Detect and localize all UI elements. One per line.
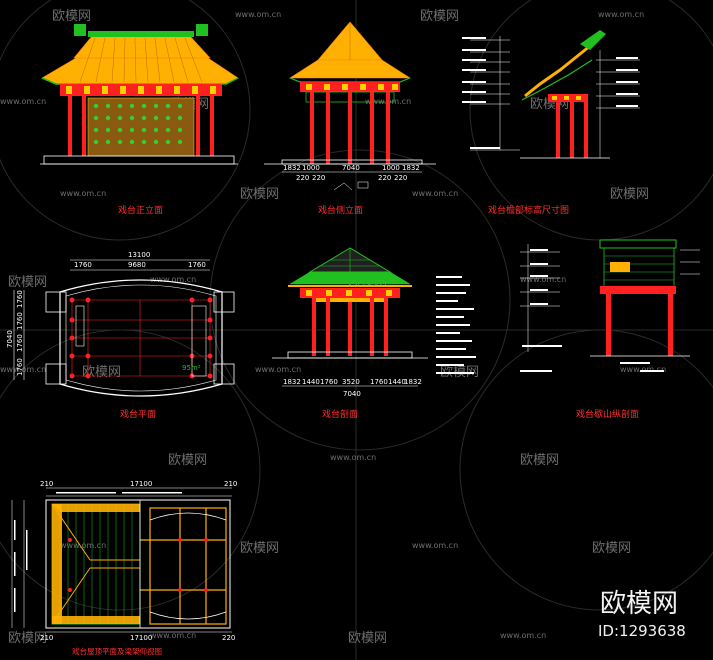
dim-label: 220	[222, 634, 235, 642]
watermark-logo: 欧模网	[8, 631, 47, 646]
dim-label: 1760	[74, 261, 92, 269]
watermark-url: www.om.cn	[150, 275, 196, 284]
dim-label: 1760	[16, 358, 24, 376]
watermark-url: www.om.cn	[598, 10, 644, 19]
dim-label: 13100	[128, 251, 150, 259]
dim-label: 7040	[342, 164, 360, 172]
dim-label: 1440	[302, 378, 320, 386]
brand-name: 欧模网	[600, 589, 678, 619]
watermark-url: www.om.cn	[235, 10, 281, 19]
plan-area-label: 95m²	[182, 364, 201, 372]
watermark-url: www.om.cn	[330, 453, 376, 462]
dim-label: 17100	[130, 634, 152, 642]
dim-label: 1760	[188, 261, 206, 269]
watermark-url: www.om.cn	[412, 189, 458, 198]
roof-plan-drawing: 210 17100 210	[11, 480, 237, 656]
dim-label: 7040	[6, 330, 14, 348]
dim-label: 220	[378, 174, 391, 182]
dim-label: 220	[394, 174, 407, 182]
watermark-url: www.om.cn	[520, 275, 566, 284]
side-elevation-drawing: 1832 1000 7040 1000 1832 220 220 220 220…	[264, 21, 436, 216]
watermark-url: www.om.cn	[412, 541, 458, 550]
watermark-logo: 欧模网	[240, 541, 279, 556]
dim-label: 7040	[343, 390, 361, 398]
watermark-logo: 欧模网	[240, 187, 279, 202]
dim-label: 1000	[382, 164, 400, 172]
gable-section-title: 戏台歇山纵剖面	[576, 408, 639, 420]
watermark-url: www.om.cn	[150, 631, 196, 640]
front-elevation-title: 戏台正立面	[118, 204, 163, 216]
dim-label: 210	[224, 480, 237, 488]
watermark-logo: 欧模网	[8, 275, 47, 290]
dim-label: 17100	[130, 480, 152, 488]
plan-drawing: 13100 1760 9680 1760 7040 1760 1760 1760…	[6, 251, 235, 420]
watermark-url: www.om.cn	[60, 189, 106, 198]
dim-label: 1832	[283, 164, 301, 172]
section-drawing: 1832 1440 1760 3520 1760 1440 1832 7040 …	[272, 247, 476, 420]
dim-label: 1760	[320, 378, 338, 386]
dim-label: 1760	[16, 312, 24, 330]
watermark-url: www.om.cn	[500, 631, 546, 640]
watermark-logo: 欧模网	[610, 187, 649, 202]
dim-label: 3520	[342, 378, 360, 386]
dim-label: 220	[312, 174, 325, 182]
dim-label: 1760	[16, 290, 24, 308]
eave-section-title: 戏台檐部标高尺寸图	[488, 204, 569, 216]
watermark-url: www.om.cn	[620, 365, 666, 374]
watermark-logo: 欧模网	[52, 9, 91, 24]
watermark-url: www.om.cn	[0, 365, 46, 374]
dim-label: 1440	[388, 378, 406, 386]
front-elevation-drawing: 戏台正立面	[40, 24, 239, 216]
dim-label: 1832	[404, 378, 422, 386]
watermark-url: www.om.cn	[255, 365, 301, 374]
dim-label: 1760	[16, 334, 24, 352]
watermark-url: www.om.cn	[60, 541, 106, 550]
brand-badge: 欧模网 ID:1293638	[598, 589, 686, 640]
watermark-logo: 欧模网	[592, 541, 631, 556]
watermark-logo: 欧模网	[348, 631, 387, 646]
dim-label: 210	[40, 480, 53, 488]
watermark-logo: 欧模网	[520, 453, 559, 468]
dim-label: 220	[296, 174, 309, 182]
dim-label: 1760	[370, 378, 388, 386]
side-elevation-title: 戏台侧立面	[318, 204, 363, 216]
brand-id: ID:1293638	[598, 622, 686, 640]
watermark-url: www.om.cn	[0, 97, 46, 106]
plan-title: 戏台平面	[120, 408, 156, 420]
eave-section-drawing: 戏台檐部标高尺寸图	[462, 30, 640, 216]
gable-section-drawing: 戏台歇山纵剖面	[520, 239, 700, 420]
dim-label: 1832	[283, 378, 301, 386]
watermark-logo: 欧模网	[168, 453, 207, 468]
roof-plan-title: 戏台屋顶平面及梁架仰视图	[72, 646, 162, 656]
watermark-logo: 欧模网	[420, 9, 459, 24]
dim-label: 1000	[302, 164, 320, 172]
section-title: 戏台剖面	[322, 408, 358, 420]
dim-label: 210	[40, 634, 53, 642]
dim-label: 9680	[128, 261, 146, 269]
dim-label: 1832	[402, 164, 420, 172]
